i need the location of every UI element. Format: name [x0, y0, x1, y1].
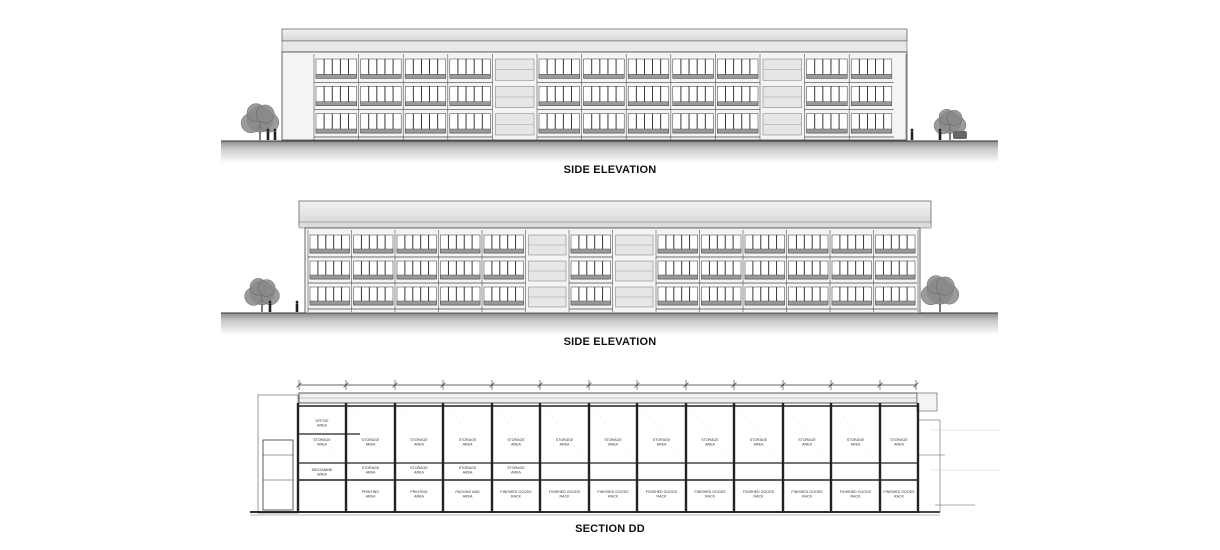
facade-bay [447, 54, 493, 140]
facade-bay [873, 230, 917, 312]
section-column [732, 403, 736, 513]
section-column [344, 403, 348, 513]
stair-core [525, 230, 567, 312]
facade-bay [394, 230, 439, 312]
section-column [538, 403, 542, 513]
caption-side-elevation-middle: SIDE ELEVATION [563, 336, 657, 348]
section-column [635, 403, 639, 513]
facade-bay [313, 54, 359, 140]
section-column [684, 403, 688, 513]
section-column [441, 403, 445, 513]
facade-bay [848, 54, 894, 140]
section-column [878, 403, 882, 513]
facade-bay [715, 54, 760, 140]
side-elevation-middle [221, 200, 998, 335]
tree-entourage [244, 278, 280, 312]
facade-bay [581, 54, 627, 140]
facade-bay [625, 54, 671, 140]
caption-side-elevation-top: SIDE ELEVATION [563, 164, 657, 176]
side-elevation-top [221, 28, 998, 163]
facade-bay [307, 230, 352, 312]
facade-bay [536, 54, 582, 140]
person-entourage [268, 300, 272, 312]
facade-bay [742, 230, 787, 312]
section-column [296, 403, 300, 513]
person-entourage [266, 128, 270, 140]
facade-bay [481, 230, 526, 312]
tree-entourage [933, 109, 967, 140]
facade-bay [655, 230, 700, 312]
person-entourage [273, 128, 277, 140]
stair-core [612, 230, 654, 312]
facade-bay [351, 230, 395, 312]
facade-bay [568, 230, 613, 312]
person-entourage [910, 128, 914, 140]
facade-bay [699, 230, 743, 312]
section-column [587, 403, 591, 513]
tree-entourage [240, 103, 280, 140]
stair-core [759, 54, 802, 140]
car-entourage [953, 131, 967, 139]
facade-bay [804, 54, 850, 140]
facade-bay [402, 54, 448, 140]
section-column [781, 403, 785, 513]
stair-core [492, 54, 535, 140]
caption-section-dd: SECTION DD [575, 523, 645, 535]
ground-strip [221, 313, 998, 335]
person-entourage [938, 128, 942, 140]
ground-strip [221, 141, 998, 163]
section-column [393, 403, 397, 513]
facade-bay [438, 230, 482, 312]
facade-bay [829, 230, 874, 312]
section-column [829, 403, 833, 513]
section-column [916, 403, 920, 513]
tree-entourage [920, 275, 960, 312]
facade-bay [670, 54, 716, 140]
facade-bay [786, 230, 830, 312]
person-entourage [295, 300, 299, 312]
facade-bay [358, 54, 404, 140]
section-column [490, 403, 494, 513]
